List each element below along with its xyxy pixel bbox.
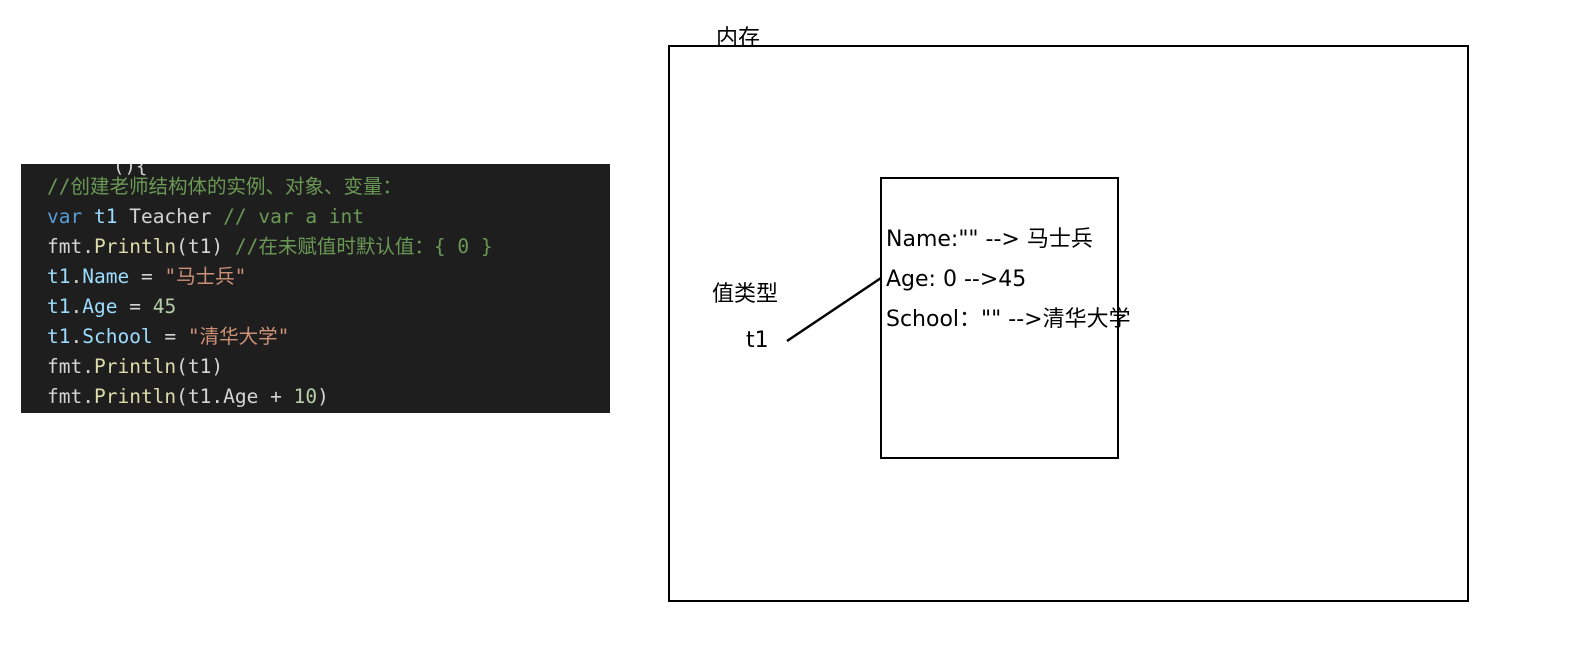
code-token-comment: //创建老师结构体的实例、对象、变量： [47, 175, 402, 198]
field-name-text: Name:"" --> 马士兵 [886, 227, 1093, 252]
code-token-func: Println [93, 355, 177, 378]
code-line: t1.Age = 45 [47, 292, 493, 322]
code-line: fmt.Println(t1) //在未赋值时默认值：{ 0 } [47, 232, 493, 262]
code-cutoff-line: (){ [113, 164, 148, 177]
code-token-plain: = [129, 265, 165, 288]
code-token-func: Println [93, 385, 177, 408]
variable-t1-label: t1 [746, 328, 769, 353]
code-token-plain: (t1) [176, 355, 224, 378]
code-token-plain: = [152, 325, 188, 348]
code-token-plain: = [117, 295, 153, 318]
code-lines: //创建老师结构体的实例、对象、变量： var t1 Teacher // var… [47, 172, 493, 412]
code-line: t1.Name = "马士兵" [47, 262, 493, 292]
code-token-var: t1 [93, 205, 118, 228]
code-token-number: 45 [152, 295, 177, 318]
code-token-plain: . [70, 295, 83, 318]
code-line: //创建老师结构体的实例、对象、变量： [47, 172, 493, 202]
code-token-var: t1 [47, 265, 71, 288]
code-token-var: Age [82, 295, 118, 318]
code-token-plain: ) [317, 385, 329, 408]
value-type-label: 值类型 [712, 282, 779, 307]
code-token-plain: fmt [47, 235, 83, 258]
code-token-var: t1 [47, 295, 71, 318]
code-token-keyword: var [47, 205, 83, 228]
code-token-plain: . [82, 355, 94, 378]
code-token-func: Println [93, 235, 177, 258]
code-line: t1.School = "清华大学" [47, 322, 493, 352]
code-token-var: t1 [47, 325, 71, 348]
code-token-var: Name [82, 265, 130, 288]
code-token-comment: //在未赋值时默认值：{ 0 } [234, 235, 493, 258]
code-token-plain: fmt [47, 355, 83, 378]
code-token-plain: (t1.Age + [176, 385, 294, 408]
code-token-plain: (t1) [176, 235, 235, 258]
code-token-number: 10 [293, 385, 318, 408]
code-token-plain: . [70, 325, 83, 348]
code-line: var t1 Teacher // var a int [47, 202, 493, 232]
code-snippet-panel: (){ //创建老师结构体的实例、对象、变量： var t1 Teacher //… [21, 164, 610, 413]
code-token-plain [82, 205, 94, 228]
code-line: fmt.Println(t1) [47, 352, 493, 382]
code-token-type: Teacher [117, 205, 224, 228]
code-line: fmt.Println(t1.Age + 10) [47, 382, 493, 412]
code-token-plain: . [82, 235, 94, 258]
code-token-var: School [82, 325, 153, 348]
field-age-text: Age: 0 -->45 [886, 267, 1027, 292]
code-token-comment: // var a int [223, 205, 365, 228]
memory-region-box [668, 45, 1469, 602]
code-token-plain: fmt [47, 385, 83, 408]
code-token-string: "清华大学" [187, 325, 290, 348]
code-token-plain: . [82, 385, 94, 408]
code-token-string: "马士兵" [164, 265, 247, 288]
field-school-text: School："" -->清华大学 [886, 307, 1131, 332]
code-token-plain: . [70, 265, 83, 288]
